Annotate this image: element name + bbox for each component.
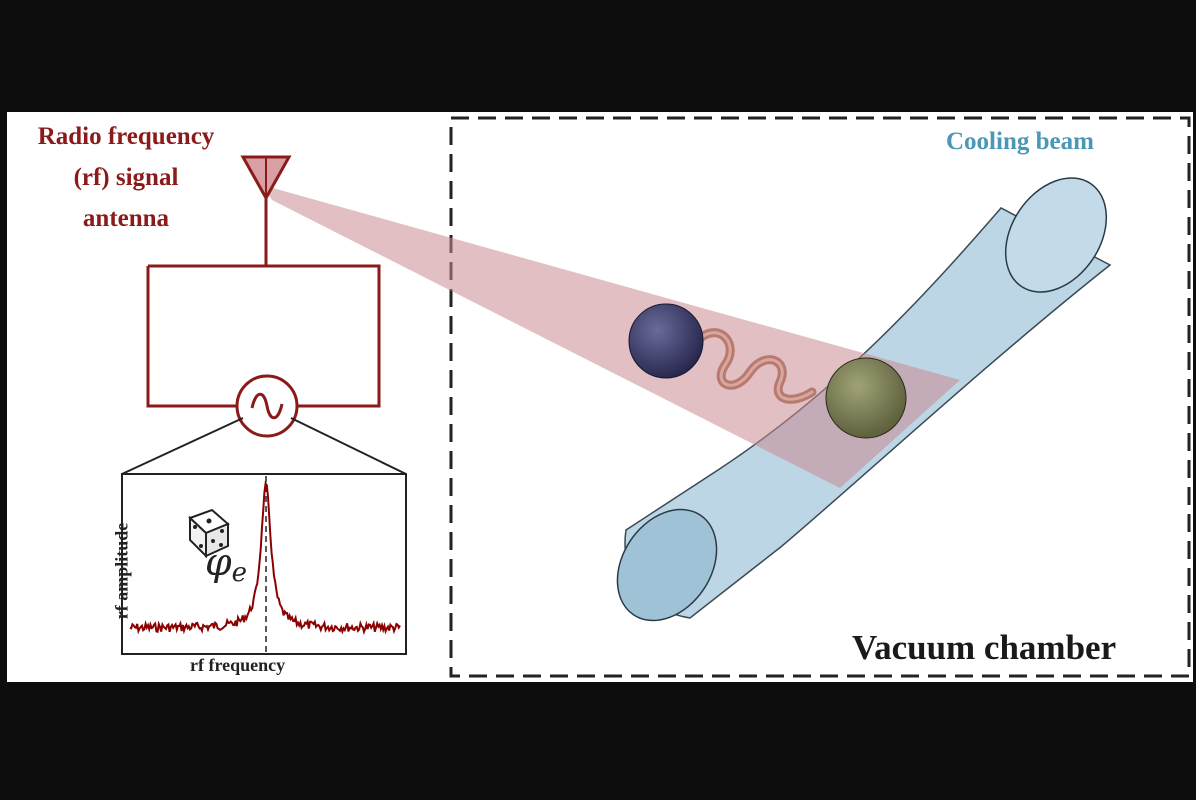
antenna-icon (240, 155, 292, 266)
y-axis-label: rf amplitude (111, 522, 132, 620)
cooling-beam-label: Cooling beam (946, 128, 1094, 155)
ion-dark (628, 303, 704, 379)
zoom-line-right (290, 417, 407, 475)
vacuum-chamber-boundary (449, 116, 1191, 678)
ac-source-icon (235, 374, 299, 438)
spectrum-trace (129, 480, 401, 636)
dice-icon (188, 508, 230, 559)
antenna-label: Radio frequency (rf) signal antenna (37, 123, 215, 232)
phase-label: φe (205, 540, 247, 588)
rf-radiation-cone (262, 185, 960, 488)
ion-green (825, 357, 907, 439)
rf-circuit (146, 264, 381, 408)
vacuum-chamber-label: Vacuum chamber (852, 628, 1117, 667)
zoom-line-left (121, 417, 244, 475)
x-axis-label: rf frequency (190, 655, 286, 675)
